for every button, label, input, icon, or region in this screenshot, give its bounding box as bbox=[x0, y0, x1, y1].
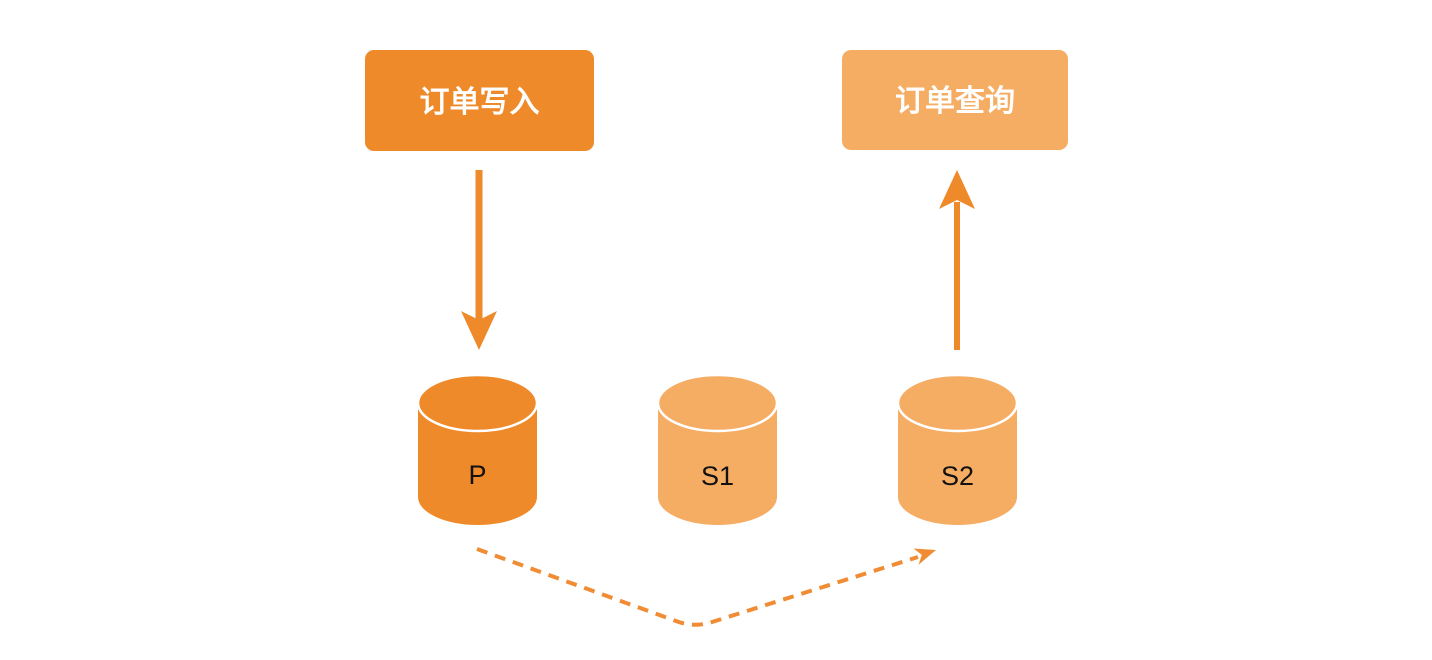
write-arrow bbox=[461, 170, 497, 350]
order-write-box: 订单写入 bbox=[365, 50, 594, 151]
replication-arrow-line bbox=[476, 547, 919, 627]
database-secondary2-label: S2 bbox=[941, 461, 974, 491]
database-secondary1-body bbox=[658, 403, 777, 525]
database-secondary1: S1 bbox=[656, 373, 779, 525]
database-primary: P bbox=[416, 373, 539, 525]
order-write-box-bg bbox=[365, 50, 594, 151]
replication-arrow bbox=[476, 547, 936, 627]
database-secondary1-label: S1 bbox=[701, 461, 734, 491]
order-query-label: 订单查询 bbox=[895, 85, 1015, 118]
query-arrow bbox=[939, 170, 975, 350]
database-secondary2-body bbox=[898, 403, 1017, 525]
write-arrow-head bbox=[461, 311, 497, 350]
database-primary-cap bbox=[416, 373, 539, 433]
query-arrow-head bbox=[939, 170, 975, 209]
order-query-box-bg bbox=[842, 50, 1068, 150]
replication-arrow-head bbox=[913, 548, 936, 565]
order-query-box: 订单查询 bbox=[842, 50, 1068, 150]
order-write-label: 订单写入 bbox=[420, 86, 540, 119]
database-primary-body bbox=[418, 403, 537, 525]
database-primary-label: P bbox=[468, 460, 486, 490]
database-secondary1-cap bbox=[656, 373, 779, 433]
database-secondary2: S2 bbox=[896, 373, 1019, 525]
database-secondary2-cap bbox=[896, 373, 1019, 433]
